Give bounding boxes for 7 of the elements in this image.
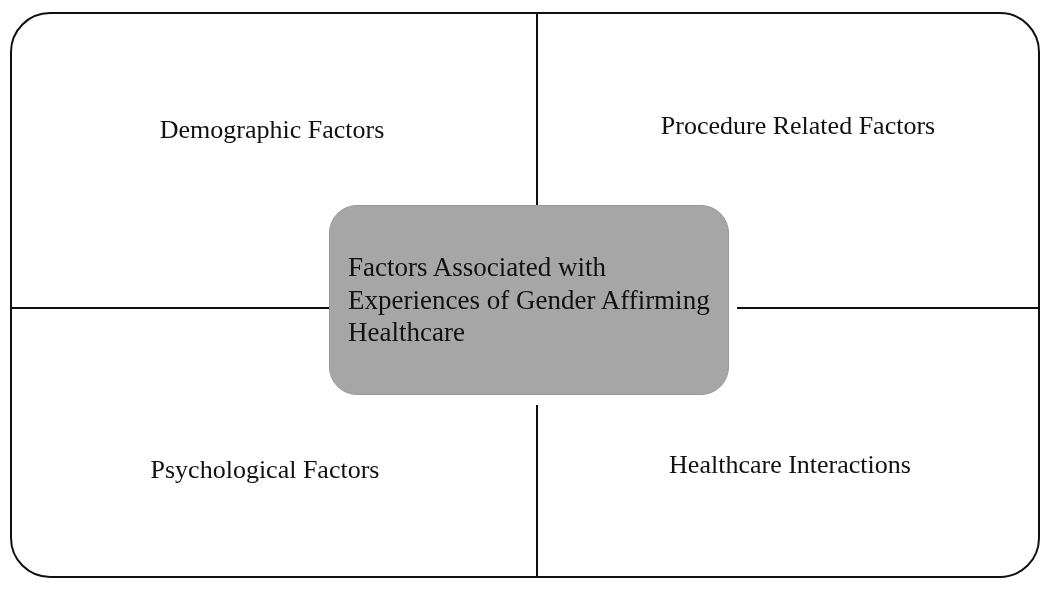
- center-box: [329, 205, 729, 395]
- frame-box: [10, 12, 1040, 578]
- quadrant-label: Procedure Related Factors: [660, 111, 936, 141]
- quadrant-label: Demographic Factors: [159, 115, 385, 145]
- quadrant-label: Psychological Factors: [150, 455, 380, 485]
- quadrant-label: Healthcare Interactions: [669, 450, 911, 480]
- center-title: Factors Associated with Experiences of Gender Affirming Healthcare: [348, 251, 710, 349]
